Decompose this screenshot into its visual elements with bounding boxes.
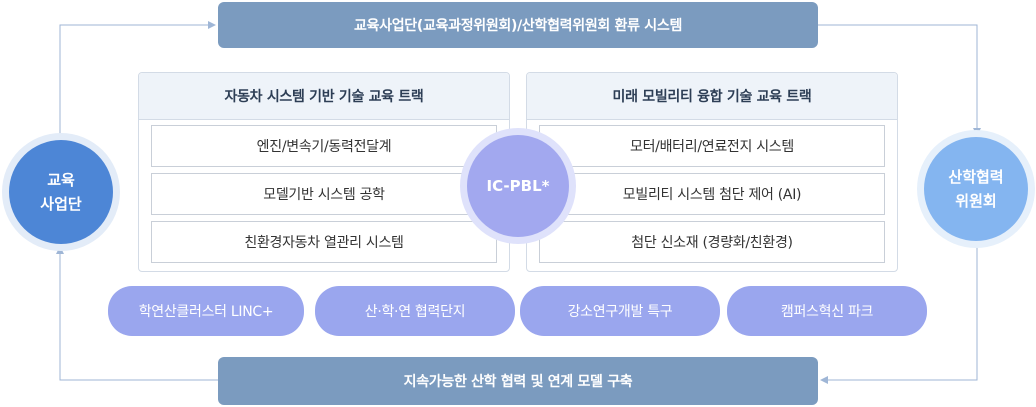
left-circle-line1: 교육 (47, 171, 75, 189)
track-right-item-1: 모터/배터리/연료전지 시스템 (539, 125, 885, 167)
pill-cluster: 산·학·연 협력단지 (315, 286, 515, 336)
track-left-item-1: 엔진/변속기/동력전달계 (151, 125, 497, 167)
left-circle-line2: 사업단 (40, 195, 82, 213)
track-left: 자동차 시스템 기반 기술 교육 트랙 엔진/변속기/동력전달계 모델기반 시스… (138, 72, 510, 272)
pill-campus-park: 캠퍼스혁신 파크 (727, 286, 927, 336)
bottom-banner: 지속가능한 산학 협력 및 연계 모델 구축 (218, 357, 818, 405)
right-circle-ring: 산학협력 위원회 (917, 130, 1035, 248)
line-bottom-to-left (56, 246, 218, 381)
line-top-to-right (818, 24, 981, 136)
track-left-item-3: 친환경자동차 열관리 시스템 (151, 221, 497, 263)
center-circle-ring: IC-PBL* (460, 128, 576, 244)
track-left-title: 자동차 시스템 기반 기술 교육 트랙 (139, 73, 509, 120)
left-circle-ring: 교육 사업단 (2, 133, 120, 251)
center-circle: IC-PBL* (467, 135, 569, 237)
line-right-to-bottom (820, 245, 978, 384)
track-right-title: 미래 모빌리티 융합 기술 교육 트랙 (527, 73, 897, 120)
right-circle-line2: 위원회 (955, 192, 997, 210)
top-banner: 교육사업단(교육과정위원회)/산학협력위원회 환류 시스템 (218, 2, 818, 48)
track-right: 미래 모빌리티 융합 기술 교육 트랙 모터/배터리/연료전지 시스템 모빌리티… (526, 72, 898, 272)
pill-linc: 학연산클러스터 LINC+ (108, 286, 304, 336)
right-circle: 산학협력 위원회 (924, 137, 1028, 241)
track-left-item-2: 모델기반 시스템 공학 (151, 173, 497, 215)
right-circle-line1: 산학협력 (948, 168, 1004, 186)
line-left-to-top (59, 21, 216, 135)
left-circle: 교육 사업단 (9, 140, 113, 244)
pill-rnd-zone: 강소연구개발 특구 (520, 286, 720, 336)
track-right-item-3: 첨단 신소재 (경량화/친환경) (539, 221, 885, 263)
track-right-item-2: 모빌리티 시스템 첨단 제어 (AI) (539, 173, 885, 215)
